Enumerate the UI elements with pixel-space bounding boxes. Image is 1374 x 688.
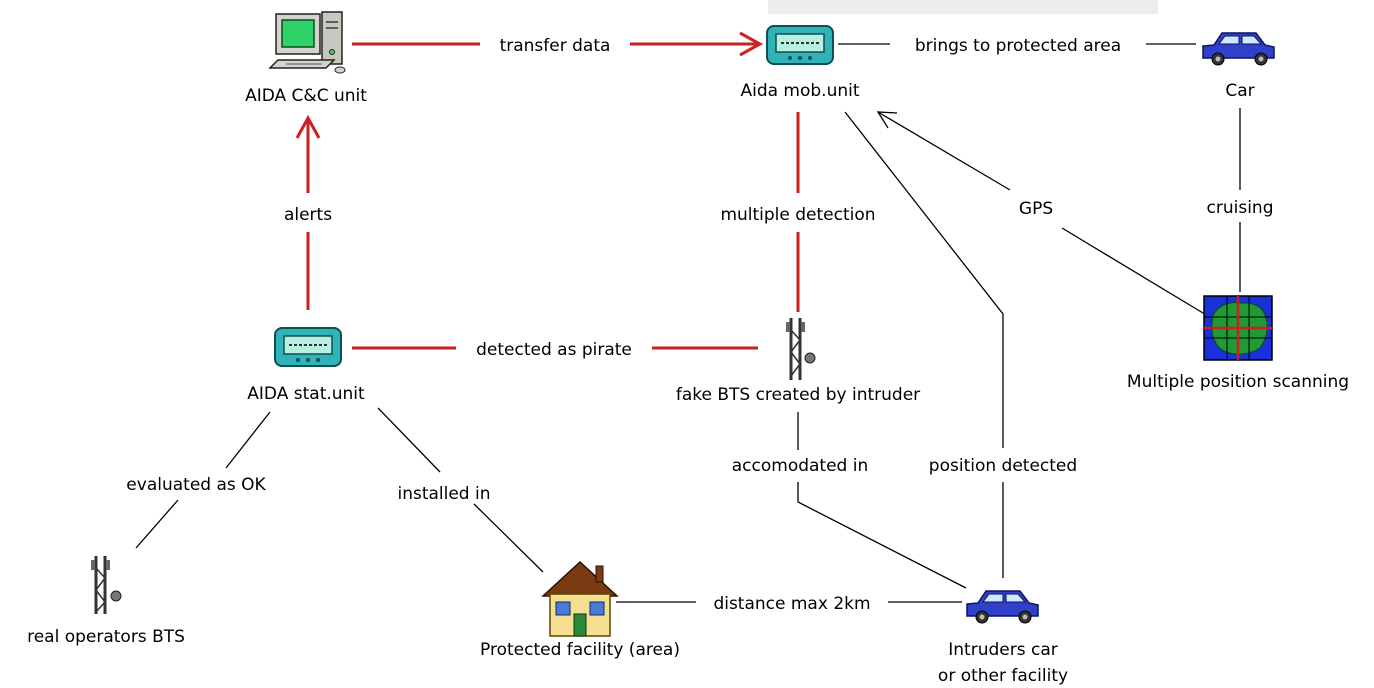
car-icon	[966, 590, 1039, 624]
edge-label-detected-as-pirate: detected as pirate	[476, 340, 632, 360]
edge-brings-to-protected-area: brings to protected area	[838, 36, 1196, 56]
edge-label-gps: GPS	[1019, 199, 1053, 219]
node-label-real-bts: real operators BTS	[27, 627, 185, 647]
node-car[interactable]: Car	[1202, 32, 1275, 101]
node-intruders-car[interactable]: Intruders car or other facility	[938, 590, 1068, 686]
edge-detected-as-pirate: detected as pirate	[352, 340, 758, 360]
edge-label-installed: installed in	[397, 484, 490, 504]
pager-device-icon	[274, 327, 342, 367]
edge-accomodated-in: accomodated in	[732, 412, 967, 589]
node-stat-unit[interactable]: AIDA stat.unit	[247, 327, 365, 404]
edge-distance: distance max 2km	[616, 594, 962, 614]
node-label-cc-unit: AIDA C&C unit	[245, 86, 367, 106]
edge-position-detected: position detected	[844, 111, 1077, 578]
node-label-scanning: Multiple position scanning	[1127, 372, 1349, 392]
edge-label-alerts: alerts	[284, 205, 332, 225]
nodes: AIDA C&C unit Aida mob.unit	[27, 11, 1349, 686]
edge-evaluated-as-ok: evaluated as OK	[126, 411, 271, 549]
arrowhead-icon	[295, 114, 321, 139]
node-protected-facility[interactable]: Protected facility (area)	[480, 560, 680, 660]
node-label-intruder-line2: or other facility	[938, 666, 1068, 686]
node-label-intruder-line1: Intruders car	[948, 640, 1057, 660]
edge-cruising: cruising	[1207, 108, 1274, 292]
house-icon	[541, 560, 619, 637]
top-bar-fragment	[768, 0, 1158, 14]
car-icon	[1202, 32, 1275, 66]
edge-multiple-detection: multiple detection	[720, 112, 876, 312]
node-label-car: Car	[1225, 81, 1254, 101]
edge-label-transfer-data: transfer data	[500, 36, 611, 56]
computer-icon	[268, 11, 346, 74]
edge-label-accomodated: accomodated in	[732, 456, 869, 476]
antenna-tower-icon	[91, 556, 122, 614]
node-label-stat-unit: AIDA stat.unit	[247, 384, 365, 404]
edge-label-distance: distance max 2km	[713, 594, 870, 614]
edges: transfer data brings to protected area a…	[126, 31, 1274, 614]
edge-alerts: alerts	[284, 114, 332, 310]
node-label-facility: Protected facility (area)	[480, 640, 680, 660]
antenna-tower-icon	[786, 318, 816, 380]
node-mob-unit[interactable]: Aida mob.unit	[740, 25, 860, 101]
edge-label-multiple-detection: multiple detection	[720, 205, 875, 225]
node-label-mob-unit: Aida mob.unit	[740, 81, 859, 101]
node-multiple-position-scanning[interactable]: Multiple position scanning	[1127, 295, 1349, 392]
edge-label-brings: brings to protected area	[915, 36, 1121, 56]
edge-transfer-data: transfer data	[352, 31, 764, 57]
edge-gps: GPS	[876, 111, 1209, 317]
node-label-fake-bts: fake BTS created by intruder	[676, 385, 920, 405]
edge-installed-in: installed in	[377, 407, 544, 573]
edge-label-position-detected: position detected	[929, 456, 1077, 476]
node-cc-unit[interactable]: AIDA C&C unit	[245, 11, 367, 106]
node-fake-bts[interactable]: fake BTS created by intruder	[676, 318, 920, 405]
grid-map-icon	[1203, 295, 1273, 361]
edge-label-cruising: cruising	[1207, 198, 1274, 218]
arrowhead-icon	[876, 111, 898, 129]
arrowhead-icon	[739, 31, 764, 57]
node-real-bts[interactable]: real operators BTS	[27, 556, 185, 647]
edge-label-evaluated: evaluated as OK	[126, 475, 266, 495]
pager-device-icon	[766, 25, 834, 65]
